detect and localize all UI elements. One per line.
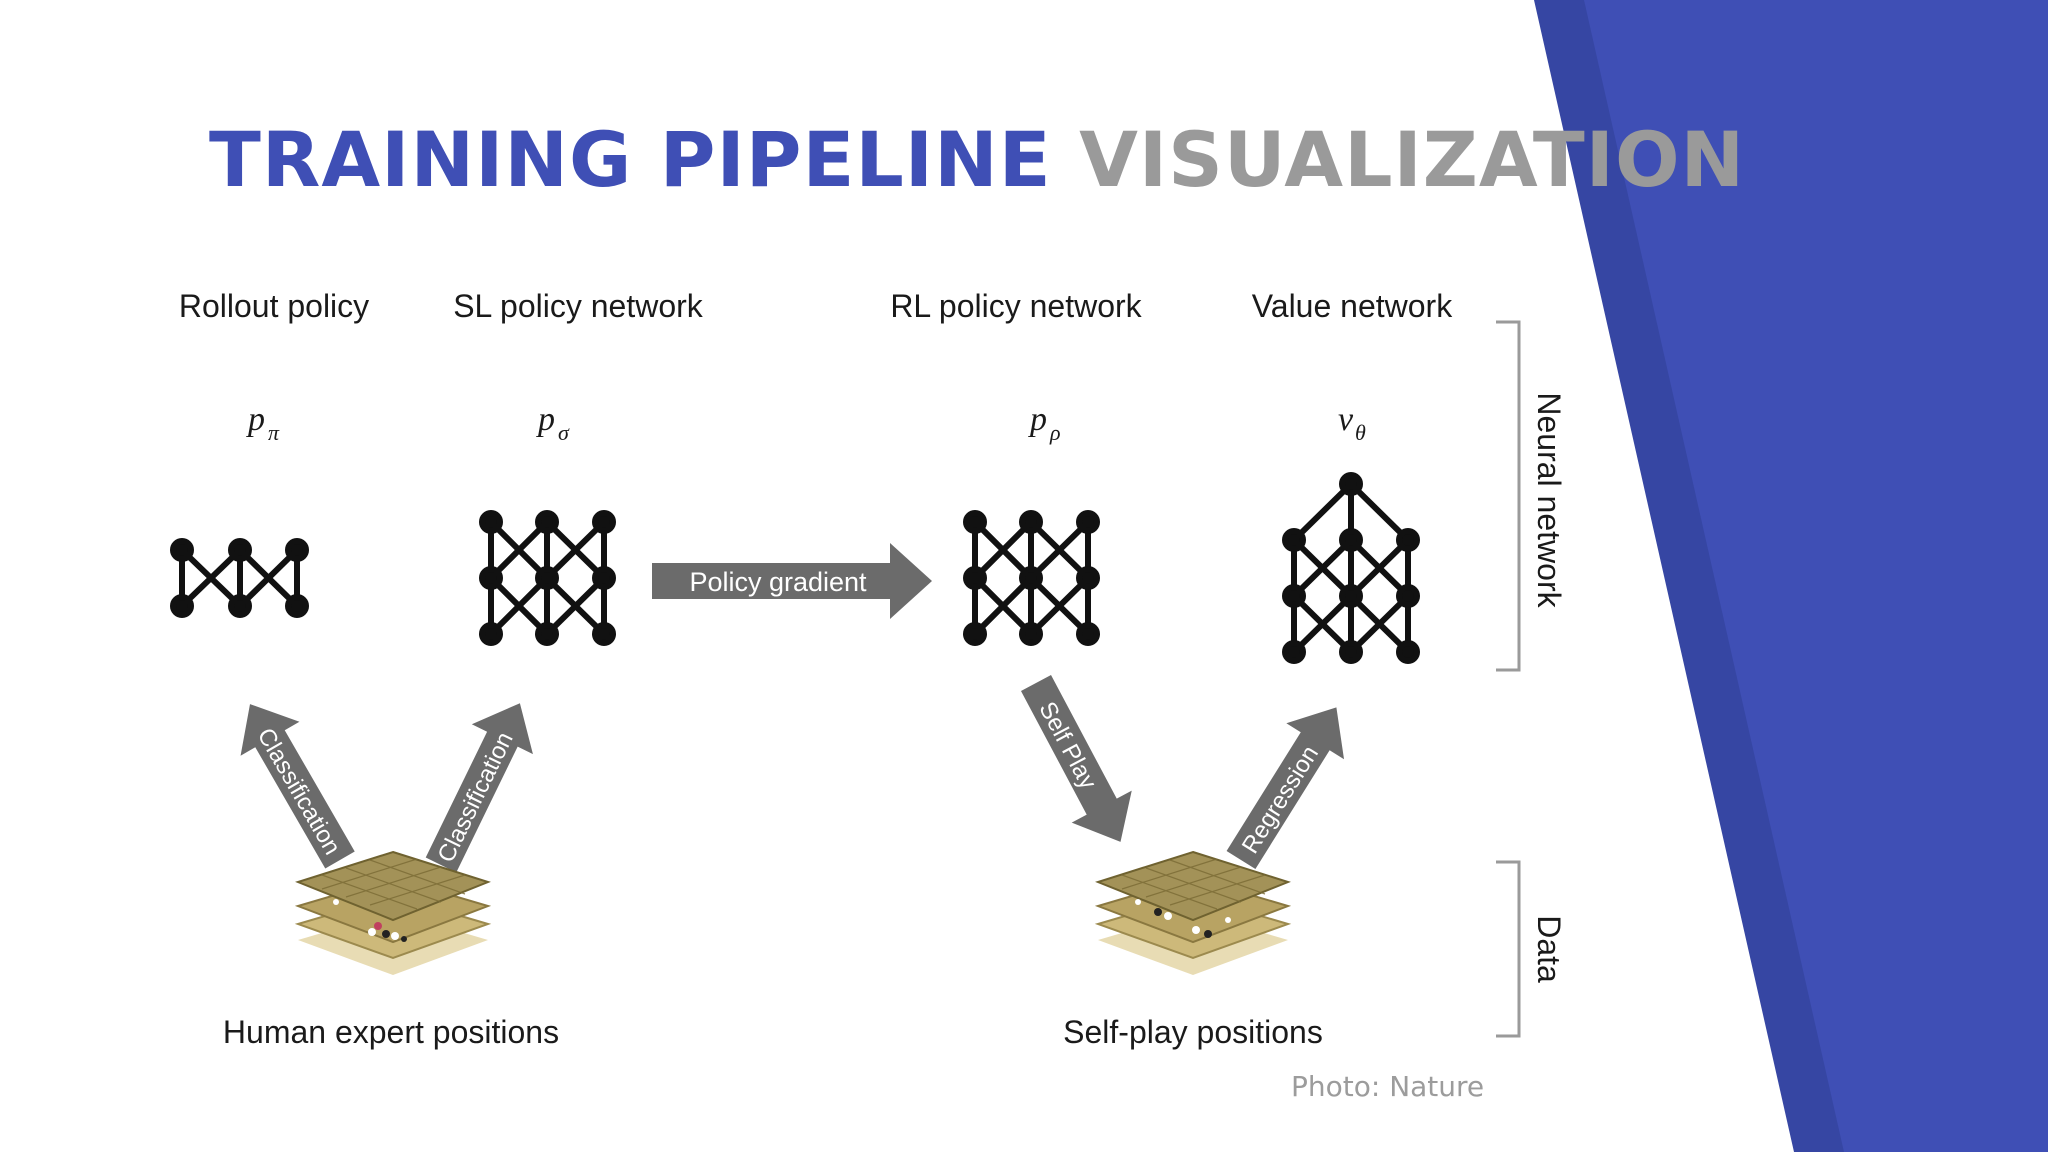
value-network-symbol: v θ <box>1338 401 1366 445</box>
svg-text:θ: θ <box>1355 420 1366 445</box>
title-part-2: VISUALIZATION <box>1079 115 1746 204</box>
human-board-stack-icon <box>294 850 492 975</box>
data-side-label: Data <box>1531 915 1567 983</box>
svg-text:p: p <box>1028 401 1047 438</box>
regression-label: Regression <box>1237 741 1324 858</box>
rl-network-icon <box>963 510 1100 646</box>
selfplay-board-stack-icon <box>1094 850 1292 975</box>
accent-stripe-dark <box>1534 0 1850 1152</box>
slide-title: TRAINING PIPELINE VISUALIZATION <box>209 122 1745 198</box>
value-network-icon <box>1282 472 1420 664</box>
self-play-positions-label: Self-play positions <box>1063 1014 1323 1050</box>
neural-network-side-label: Neural network <box>1531 392 1567 608</box>
human-expert-positions-label: Human expert positions <box>223 1014 559 1050</box>
svg-text:σ: σ <box>558 420 570 445</box>
svg-text:p: p <box>536 401 555 438</box>
sl-policy-heading: SL policy network <box>453 288 704 324</box>
classification-left-label: Classification <box>252 723 346 859</box>
rl-policy-symbol: p ρ <box>1028 401 1061 445</box>
svg-text:π: π <box>268 420 280 445</box>
classification-arrow-right: Classification <box>425 703 533 873</box>
svg-text:ρ: ρ <box>1049 420 1061 445</box>
classification-arrow-left: Classification <box>240 704 355 869</box>
neural-network-bracket <box>1496 320 1521 672</box>
policy-gradient-arrow: Policy gradient <box>652 543 932 619</box>
rollout-network-icon <box>170 538 309 618</box>
value-network-heading: Value network <box>1252 288 1453 324</box>
svg-text:v: v <box>1338 401 1354 438</box>
rollout-policy-heading: Rollout policy <box>179 288 369 324</box>
accent-panel <box>1584 0 2048 1152</box>
rollout-policy-symbol: p π <box>246 401 280 445</box>
sl-policy-symbol: p σ <box>536 401 570 445</box>
sl-network-icon <box>479 510 616 646</box>
title-part-1: TRAINING PIPELINE <box>209 115 1052 204</box>
classification-right-label: Classification <box>433 728 519 867</box>
svg-text:p: p <box>246 401 265 438</box>
data-bracket <box>1496 860 1521 1038</box>
policy-gradient-label: Policy gradient <box>689 567 867 597</box>
self-play-arrow: Self Play <box>1020 675 1132 842</box>
regression-arrow: Regression <box>1226 707 1345 870</box>
rl-policy-heading: RL policy network <box>890 288 1142 324</box>
photo-credit: Photo: Nature <box>1291 1070 1485 1103</box>
